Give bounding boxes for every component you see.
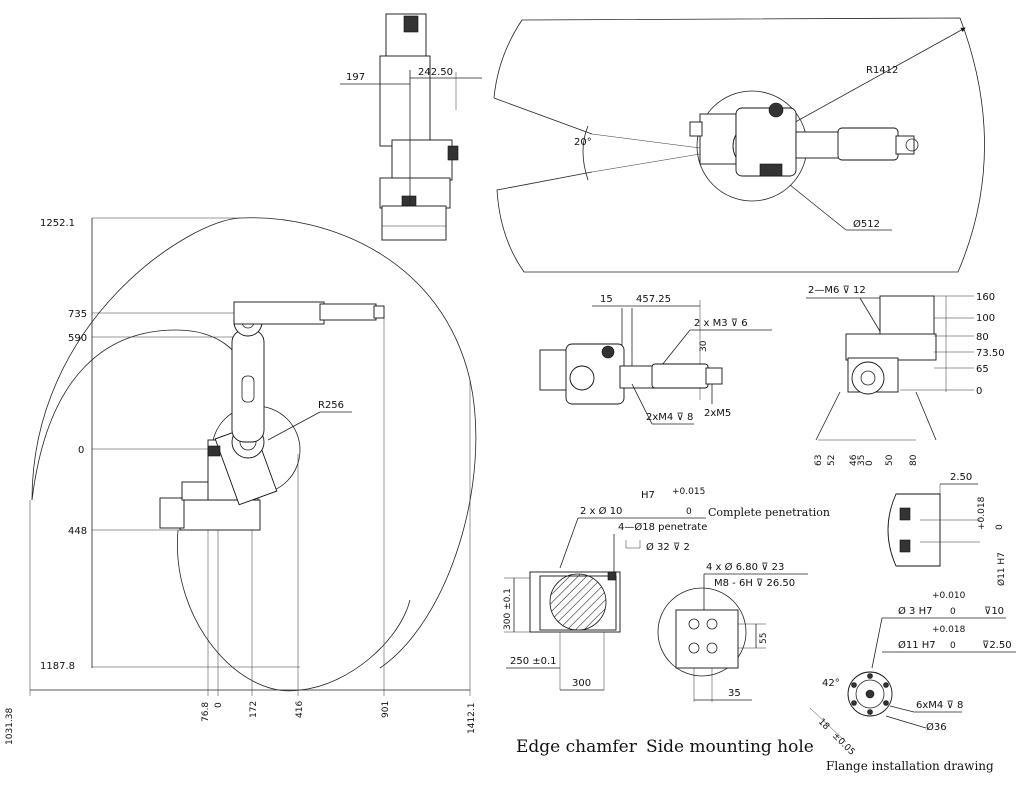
y-label-448: 448 [68, 526, 87, 537]
flange-m4: 6xM4 ⊽ 8 [916, 700, 963, 711]
top-robot [689, 102, 919, 177]
base-plan-view: H7 +0.015 0 2 x Ø 10 Complete penetratio… [503, 487, 830, 691]
arm-m3-label: 2 x M3 ⊽ 6 [694, 318, 748, 329]
base-b-52: 52 [827, 455, 837, 466]
x-label-172: 172 [249, 701, 259, 718]
flange-h3: Ø 3 H7 [898, 605, 932, 617]
base-b-50: 50 [885, 454, 895, 466]
side-small-dim-197: 197 [346, 72, 365, 83]
base-b-80: 80 [909, 454, 919, 466]
arm-dim-30: 30 [699, 340, 709, 352]
caption-edge-chamfer: Edge chamfer [516, 737, 638, 757]
flange-h11: Ø11 H7 [898, 639, 936, 651]
flange-bolt-holes [851, 673, 889, 715]
flange-d36: Ø36 [926, 721, 947, 733]
plan-tol-top: +0.015 [672, 487, 705, 497]
base-r-100: 100 [976, 313, 995, 324]
base-b-46: 46 [849, 454, 859, 466]
flange-tol3b: 0 [950, 641, 956, 651]
arm-m4-label: 2xM4 ⊽ 8 [646, 412, 693, 423]
top-angle-label: 20° [574, 137, 592, 148]
plan-dim-250: 250 ±0.1 [510, 656, 557, 667]
y-label-0: 0 [78, 445, 84, 456]
base-b-35: 35 [857, 455, 867, 466]
side-view-small: 197 242.50 [340, 13, 482, 241]
plan-holes-a: 2 x Ø 10 [580, 505, 622, 517]
x-label-76: 76.8 [201, 702, 211, 722]
plan-dim-300h: 300 [572, 678, 591, 689]
flange-tol1b: 0 [995, 524, 1005, 530]
y-label-1252: 1252.1 [40, 218, 75, 229]
base-r-160: 160 [976, 292, 995, 303]
base-r-73: 73.50 [976, 348, 1005, 359]
base-side-view: 2—M6 ⊽ 12 160 100 80 73.50 65 0 63 52 46… [806, 285, 1005, 466]
flange-h3-depth: ⊽10 [984, 606, 1004, 617]
top-base-dia-label: Ø512 [853, 218, 880, 230]
arm-dim-15: 15 [600, 294, 613, 305]
y-label-735: 735 [68, 309, 87, 320]
plan-counter: Ø 32 ⊽ 2 [646, 541, 690, 553]
flange-tol2b: 0 [950, 607, 956, 617]
base-r-0: 0 [976, 386, 982, 397]
x-label-1412: 1412.1 [467, 703, 477, 735]
top-view: 20° R1412 Ø512 [493, 17, 985, 273]
plan-h7: H7 [641, 490, 655, 501]
base-r-80: 80 [976, 332, 989, 343]
flange-tol1: +0.018 [977, 496, 987, 530]
main-robot [159, 301, 385, 531]
plan-tol-bot: 0 [686, 507, 692, 517]
x-label-416: 416 [295, 701, 305, 718]
flange-d05: ±0.05 [830, 731, 857, 758]
arm-m5-label: 2xM5 [704, 408, 731, 419]
arm-detail: 15 457.25 2 x M3 ⊽ 6 30 2xM4 ⊽ 8 2xM5 [539, 294, 772, 425]
flange-h11-depth: ⊽2.50 [982, 640, 1012, 651]
side-hole-view: 4 x Ø 6.80 ⊽ 23 M8 - 6H ⊽ 26.50 55 35 [657, 561, 808, 702]
arm-dim-457: 457.25 [636, 294, 671, 305]
x-label-1031: 1031.38 [5, 708, 15, 745]
flange-dim-250: 2.50 [950, 472, 972, 483]
base-b-63: 63 [814, 455, 824, 466]
flange-tol2: +0.010 [932, 591, 966, 601]
y-label-1187: 1187.8 [40, 661, 75, 672]
hole-label-1: 4 x Ø 6.80 ⊽ 23 [706, 561, 784, 573]
hole-label-2: M8 - 6H ⊽ 26.50 [714, 578, 795, 589]
x-label-0: 0 [214, 702, 224, 708]
top-radius-label: R1412 [866, 65, 898, 76]
flange-tol3: +0.018 [932, 625, 966, 635]
flange-views: 2.50 +0.018 0 Ø11 H7 +0.010 Ø 3 H7 0 ⊽10… [809, 472, 1016, 758]
plan-complete-label: Complete penetration [708, 506, 830, 519]
plan-dim-300v: 300 ±0.1 [503, 588, 513, 630]
base-r-65: 65 [976, 364, 989, 375]
hole-dim-35: 35 [728, 688, 741, 699]
plan-holes-b: 4—Ø18 penetrate [618, 521, 707, 533]
side-small-dim-242: 242.50 [418, 67, 453, 78]
y-label-590: 590 [68, 333, 87, 344]
envelope-view: R256 1252.1 735 590 0 448 1187.8 1031.38… [5, 217, 477, 745]
flange-angle: 42° [822, 678, 840, 689]
base-m6-label: 2—M6 ⊽ 12 [808, 285, 866, 296]
flange-d11-side: Ø11 H7 [996, 552, 1007, 586]
flange-d18: 18 [816, 717, 831, 732]
base-b-0: 0 [865, 460, 875, 466]
caption-side-hole: Side mounting hole [646, 737, 814, 757]
radius-256-label: R256 [318, 400, 344, 411]
caption-flange: Flange installation drawing [826, 759, 994, 773]
hole-dim-55: 55 [759, 633, 769, 644]
x-label-901: 901 [381, 701, 391, 718]
